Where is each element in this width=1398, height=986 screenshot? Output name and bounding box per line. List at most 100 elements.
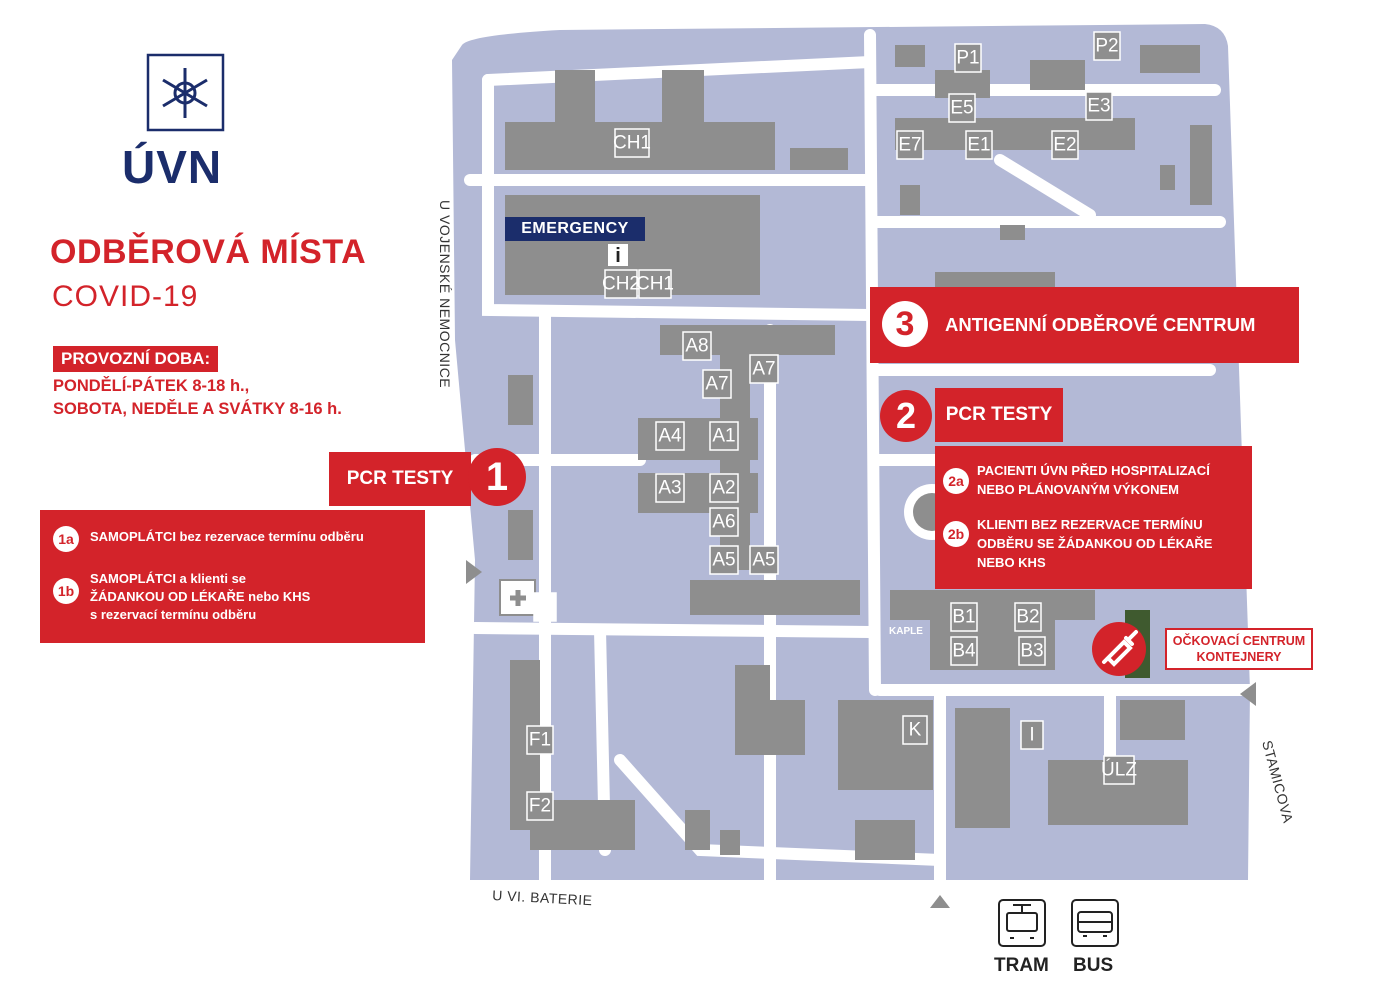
building-b2-box bbox=[1014, 602, 1042, 632]
building-label: CH1 bbox=[636, 274, 674, 295]
building-label: A5 bbox=[712, 550, 735, 571]
syringe-icon bbox=[1092, 622, 1146, 676]
building-f1-box bbox=[526, 725, 554, 755]
building-label: A5 bbox=[752, 550, 775, 571]
site1b-line1: SAMOPLÁTCI a klienti se bbox=[90, 571, 247, 586]
site1b-line3: s rezervací termínu odběru bbox=[90, 607, 257, 622]
clinic-cross-icon bbox=[510, 590, 526, 606]
emergency-label: EMERGENCY bbox=[505, 217, 645, 241]
building-a3-box bbox=[655, 473, 685, 503]
building-i-box bbox=[1020, 720, 1044, 750]
info-box bbox=[608, 244, 628, 266]
building-label: B4 bbox=[952, 641, 976, 662]
building-úlz-box bbox=[1103, 755, 1135, 785]
building-e3-box bbox=[1085, 91, 1113, 121]
badge-2a: 2a bbox=[943, 468, 969, 494]
site2b-line1: KLIENTI BEZ REZERVACE TERMÍNU bbox=[977, 517, 1203, 532]
site1a-text: SAMOPLÁTCI bez rezervace termínu odběru bbox=[90, 529, 364, 544]
building-label: E1 bbox=[967, 135, 990, 156]
buildings bbox=[505, 45, 1212, 860]
building-b1-box bbox=[950, 602, 978, 632]
building-e2-box bbox=[1051, 130, 1079, 160]
hours-weekend: SOBOTA, NEDĚLE A SVÁTKY 8-16 h. bbox=[53, 400, 342, 418]
building-a7-box bbox=[749, 354, 779, 384]
badge-2b: 2b bbox=[943, 521, 969, 547]
building-label: B3 bbox=[1020, 641, 1043, 662]
building-label: B2 bbox=[1016, 607, 1039, 628]
vaccination-center-label: OČKOVACÍ CENTRUM KONTEJNERY bbox=[1165, 628, 1313, 670]
entrance-arrow-east-icon bbox=[1240, 682, 1256, 706]
building-a7-box bbox=[702, 369, 732, 399]
site3-number: 3 bbox=[882, 301, 928, 347]
street-south: U VI. BATERIE bbox=[492, 887, 593, 908]
vaccination-line1: OČKOVACÍ CENTRUM bbox=[1172, 634, 1306, 648]
street-east: STAMICOVA bbox=[1259, 739, 1296, 825]
site2-label: PCR TESTY bbox=[935, 388, 1063, 442]
bus-label: BUS bbox=[1073, 955, 1114, 976]
site1-info-panel: 1a SAMOPLÁTCI bez rezervace termínu odbě… bbox=[40, 510, 425, 643]
building-label: K bbox=[909, 720, 922, 741]
site1b-line2: ŽÁDANKOU OD LÉKAŘE nebo KHS bbox=[90, 589, 311, 604]
site3-label: ANTIGENNÍ ODBĚROVÉ CENTRUM bbox=[945, 314, 1256, 335]
building-label: E5 bbox=[950, 98, 973, 119]
building-label: P2 bbox=[1095, 36, 1118, 57]
site2a-line1: PACIENTI ÚVN PŘED HOSPITALIZACÍ bbox=[977, 463, 1210, 478]
tram-label: TRAM bbox=[994, 955, 1049, 976]
building-a5-box bbox=[709, 545, 739, 575]
badge-1b: 1b bbox=[53, 578, 79, 604]
building-b3-box bbox=[1018, 636, 1046, 666]
building-label: E2 bbox=[1053, 135, 1076, 156]
building-label: E3 bbox=[1087, 96, 1110, 117]
logo-text: ÚVN bbox=[122, 141, 223, 193]
street-west: U VOJENSKÉ NEMOCNICE bbox=[437, 200, 453, 388]
site2-number: 2 bbox=[880, 390, 932, 442]
building-ch2-box bbox=[604, 269, 638, 299]
building-label: ÚLZ bbox=[1101, 759, 1137, 781]
building-ch1-box bbox=[614, 128, 650, 158]
info-icon: i bbox=[615, 245, 621, 267]
site2a-line2: NEBO PLÁNOVANÝM VÝKONEM bbox=[977, 482, 1179, 497]
building-label: CH1 bbox=[613, 133, 651, 154]
building-label: A7 bbox=[752, 359, 775, 380]
building-a4-box bbox=[655, 421, 685, 451]
building-e7-box bbox=[896, 130, 924, 160]
tram-icon bbox=[998, 899, 1046, 947]
building-p1-box bbox=[954, 43, 982, 73]
building-label: A6 bbox=[712, 512, 735, 533]
building-label: A4 bbox=[658, 426, 682, 447]
building-label: I bbox=[1029, 725, 1034, 746]
building-p2-box bbox=[1093, 31, 1121, 61]
building-k-box bbox=[902, 715, 928, 745]
page-title: ODBĚROVÁ MÍSTA bbox=[50, 233, 367, 271]
building-b4-box bbox=[950, 636, 978, 666]
building-a2-box bbox=[709, 473, 739, 503]
building-a5-box bbox=[749, 545, 779, 575]
badge-1a: 1a bbox=[53, 526, 79, 552]
building-ch1-box bbox=[638, 269, 672, 299]
building-label: E7 bbox=[898, 135, 921, 156]
page-subtitle: COVID-19 bbox=[52, 280, 199, 313]
building-label: A7 bbox=[705, 374, 728, 395]
vaccination-line2: KONTEJNERY bbox=[1196, 650, 1282, 664]
building-label: L bbox=[540, 597, 551, 618]
chapel-label: KAPLE bbox=[889, 626, 923, 637]
building-label: A1 bbox=[712, 426, 735, 447]
hours-heading: PROVOZNÍ DOBA: bbox=[53, 346, 219, 372]
site3-panel: 3 ANTIGENNÍ ODBĚROVÉ CENTRUM bbox=[870, 287, 1299, 363]
building-label: B1 bbox=[952, 607, 975, 628]
building-a1-box bbox=[709, 421, 739, 451]
entrance-arrow-west-icon bbox=[466, 560, 482, 584]
site1-label: PCR TESTY bbox=[329, 452, 471, 506]
building-label: P1 bbox=[956, 48, 979, 69]
entrance-arrow-south-icon bbox=[930, 895, 950, 908]
hours-weekday: PONDĚLÍ-PÁTEK 8-18 h., bbox=[53, 377, 250, 395]
building-e5-box bbox=[948, 93, 976, 123]
site1-number: 1 bbox=[468, 448, 526, 506]
building-a8-box bbox=[682, 331, 712, 361]
site2b-line3: NEBO KHS bbox=[977, 555, 1046, 570]
site2b-line2: ODBĚRU SE ŽÁDANKOU OD LÉKAŘE bbox=[977, 536, 1213, 551]
site2-info-panel: 2a PACIENTI ÚVN PŘED HOSPITALIZACÍ NEBO … bbox=[935, 446, 1252, 589]
bus-icon bbox=[1071, 899, 1119, 947]
